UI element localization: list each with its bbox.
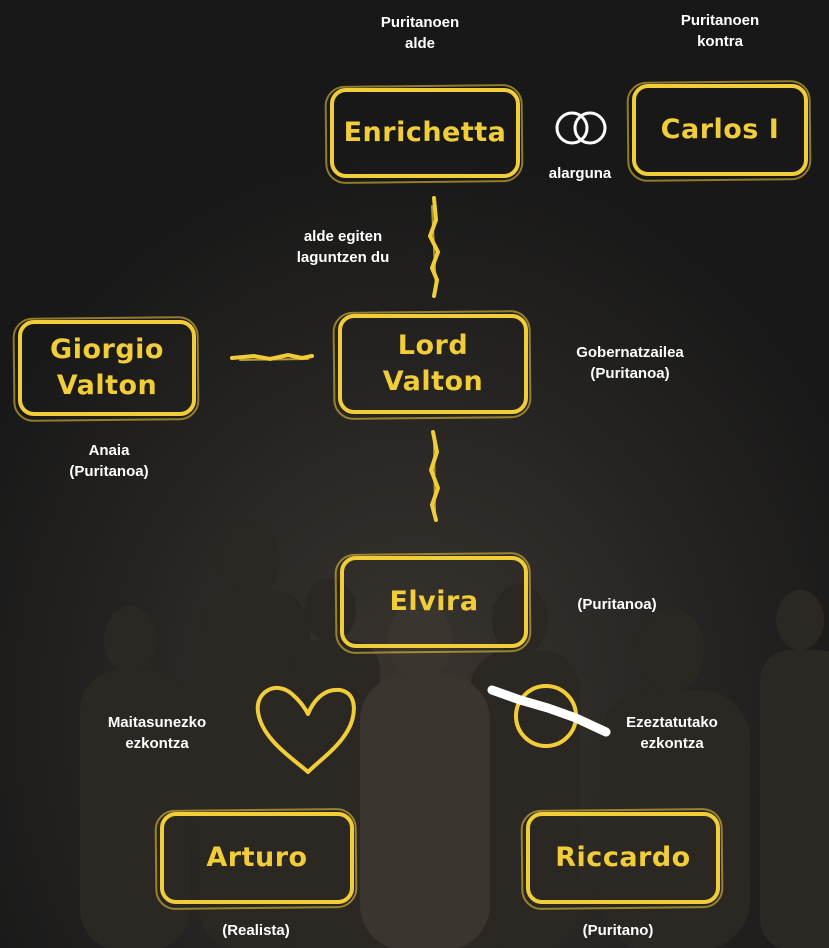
node-elvira: Elvira <box>340 556 528 648</box>
node-giorgio-label: Giorgio Valton <box>50 334 164 401</box>
node-carlos: Carlos I <box>632 84 808 176</box>
connector-giorgio-lord <box>230 352 314 362</box>
label-puritan: (Puritano) <box>582 922 654 939</box>
label-brother: Anaia (Puritanoa) <box>69 442 149 480</box>
label-love-marriage: Maitasunezko ezkontza <box>107 714 207 752</box>
crossed-out-ring-icon <box>487 684 611 748</box>
node-arturo-label: Arturo <box>206 842 308 873</box>
node-giorgio: Giorgio Valton <box>18 320 196 416</box>
label-anti-puritans: Puritanoen kontra <box>680 12 760 50</box>
connector-enrichetta-lord <box>427 196 441 298</box>
node-enrichetta-label: Enrichetta <box>343 117 507 148</box>
node-arturo: Arturo <box>160 812 354 904</box>
node-lord-valton-label: Lord Valton <box>382 330 484 397</box>
label-pro-puritans: Puritanoen alde <box>380 14 460 52</box>
label-cancelled-marriage: Ezeztatutako ezkontza <box>626 714 718 752</box>
label-elvira-note: (Puritanoa) <box>577 596 657 613</box>
label-widow: alarguna <box>548 165 612 182</box>
node-riccardo-label: Riccardo <box>555 842 691 873</box>
node-riccardo: Riccardo <box>526 812 720 904</box>
label-helps-escape: alde egiten laguntzen du <box>296 228 390 266</box>
node-enrichetta: Enrichetta <box>330 88 520 178</box>
label-royalist: (Realista) <box>222 922 290 939</box>
heart-icon <box>255 686 356 774</box>
label-governor: Gobernatzailea (Puritanoa) <box>576 344 684 382</box>
node-elvira-label: Elvira <box>389 586 479 617</box>
node-carlos-label: Carlos I <box>660 114 780 145</box>
node-lord-valton: Lord Valton <box>338 314 528 414</box>
wedding-rings-icon <box>555 111 607 145</box>
